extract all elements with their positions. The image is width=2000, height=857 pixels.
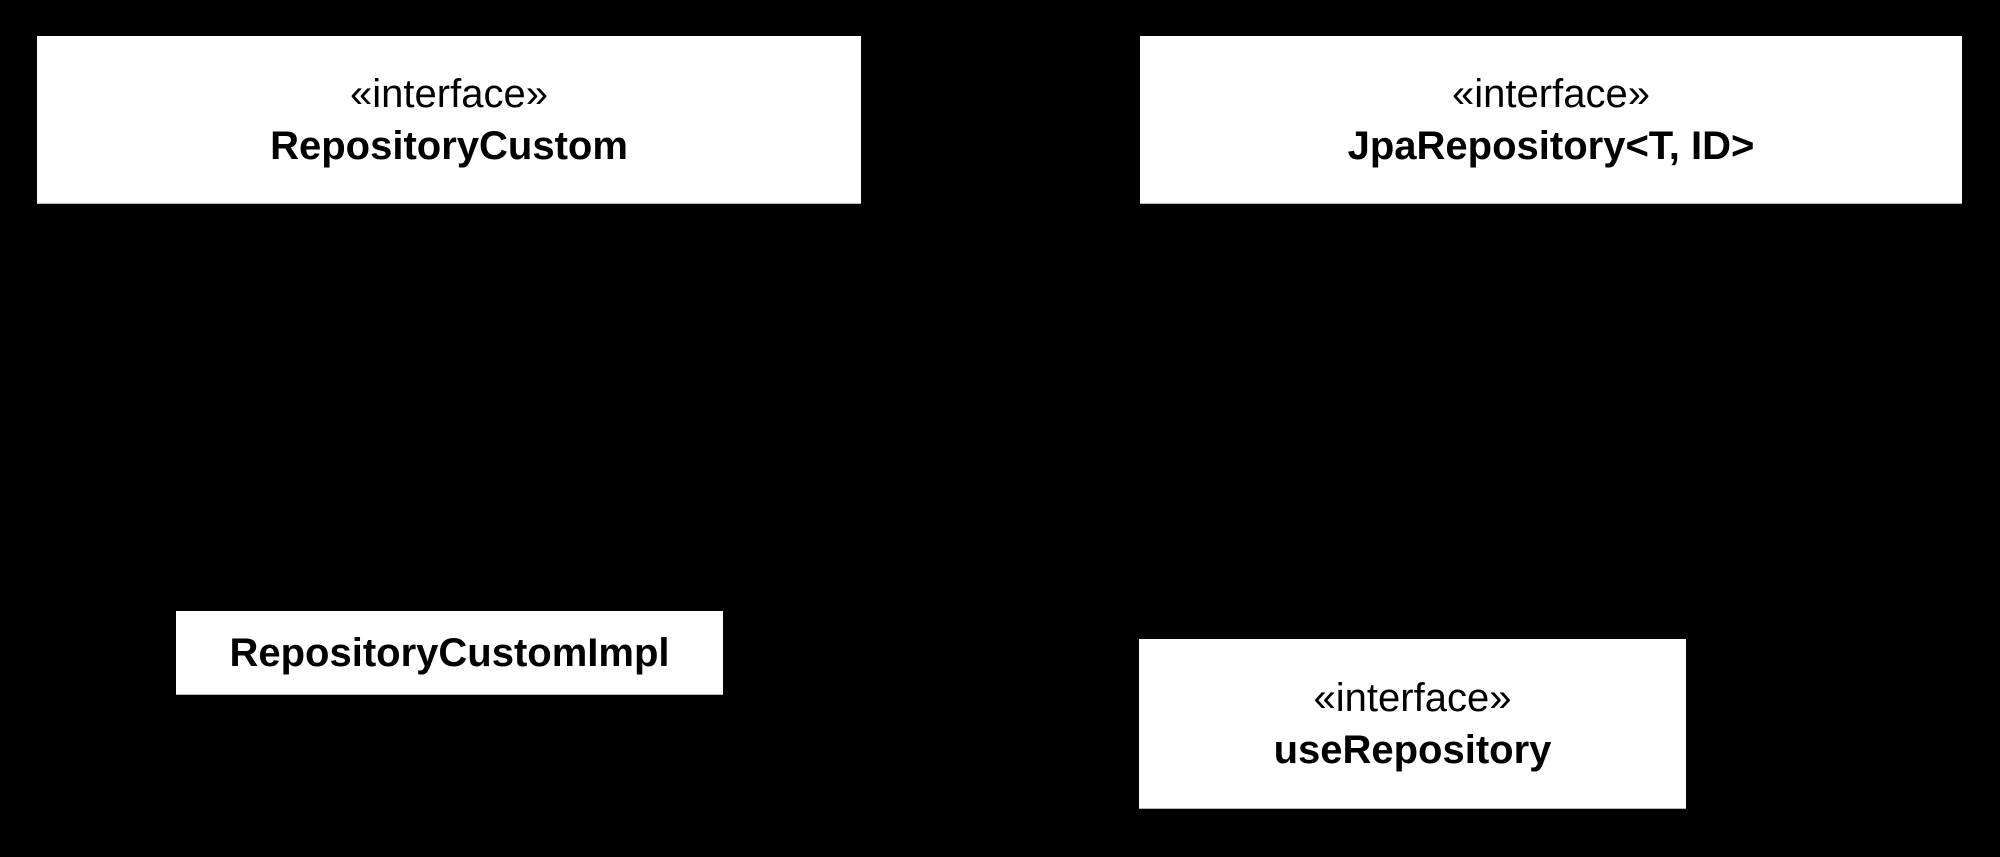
uml-node-jpa-repository: «interface» JpaRepository<T, ID> (1140, 36, 1962, 204)
class-name-label: useRepository (1273, 727, 1552, 772)
class-name-label: RepositoryCustom (270, 123, 628, 168)
uml-node-repository-custom-impl: RepositoryCustomImpl (176, 611, 723, 695)
stereotype-label: «interface» (1313, 675, 1512, 720)
class-name-label: RepositoryCustomImpl (229, 630, 670, 675)
uml-node-repository-custom: «interface» RepositoryCustom (37, 36, 861, 204)
stereotype-label: «interface» (350, 71, 548, 116)
class-name-label: JpaRepository<T, ID> (1347, 123, 1755, 168)
uml-node-use-repository: «interface» useRepository (1139, 639, 1686, 809)
stereotype-label: «interface» (1452, 71, 1650, 116)
